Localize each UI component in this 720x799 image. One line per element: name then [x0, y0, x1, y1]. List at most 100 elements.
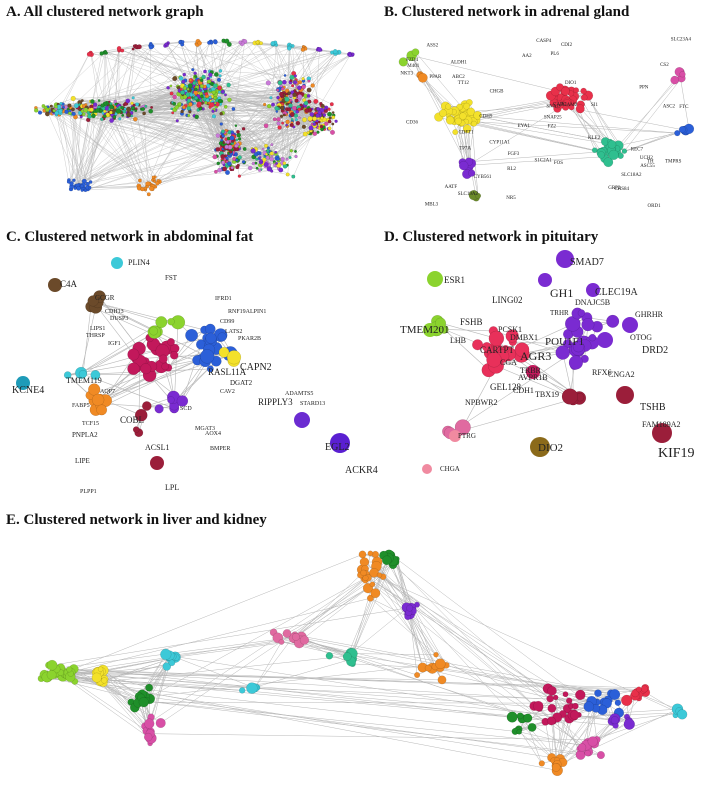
- network-node: [527, 722, 537, 732]
- network-node: [473, 111, 482, 120]
- network-node: [331, 111, 335, 115]
- network-node: [230, 165, 235, 170]
- network-edges: [403, 52, 690, 198]
- network-node: [151, 175, 156, 179]
- network-node: [290, 118, 294, 121]
- network-node: [204, 92, 209, 96]
- network-node: [283, 74, 287, 77]
- network-edge: [281, 641, 348, 657]
- network-node: [230, 130, 234, 134]
- node-label: PLIN4: [128, 258, 150, 267]
- panel-b: B. Clustered network in adrenal gland CD…: [380, 0, 720, 220]
- network-node: [608, 149, 619, 161]
- network-node: [142, 111, 147, 116]
- network-node: [454, 419, 471, 436]
- network-node: [561, 388, 579, 405]
- network-node: [255, 40, 260, 45]
- network-edge: [616, 129, 683, 155]
- network-edge: [110, 112, 160, 182]
- network-edge: [556, 709, 603, 767]
- network-node: [220, 89, 225, 94]
- network-node: [223, 93, 227, 97]
- node-label: PGAM2: [560, 103, 577, 108]
- network-edge: [91, 45, 151, 110]
- node-label: TP7A: [459, 147, 471, 152]
- network-node: [266, 146, 270, 150]
- node-label: SLC23A4: [671, 38, 692, 43]
- network-edge: [56, 112, 230, 156]
- network-node: [188, 110, 192, 114]
- network-edge: [174, 77, 176, 104]
- network-edge: [71, 115, 291, 184]
- network-node: [132, 116, 138, 122]
- network-node: [266, 166, 272, 172]
- network-node: [560, 86, 570, 96]
- network-node: [101, 677, 108, 684]
- network-node: [266, 103, 272, 109]
- network-node: [224, 169, 230, 175]
- node-label: FSHB: [460, 317, 483, 327]
- node-label: CDH13: [105, 309, 124, 315]
- panel-c: C. Clustered network in abdominal fat PL…: [0, 225, 380, 495]
- network-edge: [403, 61, 449, 112]
- network-edge: [290, 45, 339, 53]
- network-edge: [60, 636, 296, 669]
- network-node: [320, 103, 325, 108]
- network-node: [265, 80, 271, 86]
- network-edge: [125, 108, 296, 152]
- network-node: [212, 83, 218, 88]
- network-node: [289, 99, 293, 102]
- network-node: [597, 151, 605, 159]
- node-label: CAV2: [220, 389, 235, 395]
- network-node: [263, 161, 269, 167]
- network-node: [143, 732, 153, 742]
- network-node: [155, 316, 168, 329]
- network-node: [216, 161, 221, 166]
- network-node: [103, 50, 107, 54]
- network-node: [322, 113, 327, 117]
- network-node: [580, 87, 587, 95]
- network-node: [315, 113, 320, 118]
- network-node: [231, 107, 236, 111]
- network-node: [259, 41, 263, 46]
- network-node: [132, 426, 140, 433]
- node-label: KLE2: [588, 136, 601, 141]
- network-edge: [151, 111, 191, 189]
- network-node: [298, 115, 302, 119]
- network-node: [449, 430, 461, 442]
- network-node: [131, 47, 135, 51]
- network-edge: [565, 106, 684, 131]
- network-edge: [376, 566, 443, 681]
- node-label: FGF3: [508, 152, 520, 157]
- node-label: FABP5: [72, 403, 90, 409]
- node-label: M401: [407, 64, 419, 69]
- network-edge: [455, 118, 613, 145]
- node-label: TSHB: [640, 402, 666, 413]
- network-node: [282, 113, 286, 117]
- network-edge: [101, 671, 644, 691]
- network-node: [153, 179, 157, 183]
- network-node: [265, 152, 269, 156]
- network-node: [287, 107, 292, 112]
- network-edge: [70, 105, 77, 190]
- network-node: [276, 117, 281, 122]
- network-edge: [71, 110, 190, 187]
- network-edge: [282, 131, 312, 164]
- network-edge: [92, 45, 135, 106]
- network-node: [235, 158, 239, 162]
- network-node: [131, 96, 135, 100]
- network-node: [670, 75, 680, 85]
- network-node: [622, 317, 638, 333]
- network-node: [171, 111, 175, 115]
- network-edge: [215, 44, 277, 86]
- network-node: [427, 271, 443, 287]
- network-edge: [169, 655, 558, 718]
- network-edge: [82, 373, 175, 409]
- network-edge: [70, 46, 136, 109]
- network-edge: [545, 721, 552, 758]
- network-node: [284, 96, 290, 103]
- network-edge: [80, 321, 162, 374]
- node-label: AVPR1B: [518, 373, 548, 382]
- network-node: [238, 687, 246, 694]
- network-node: [203, 69, 207, 74]
